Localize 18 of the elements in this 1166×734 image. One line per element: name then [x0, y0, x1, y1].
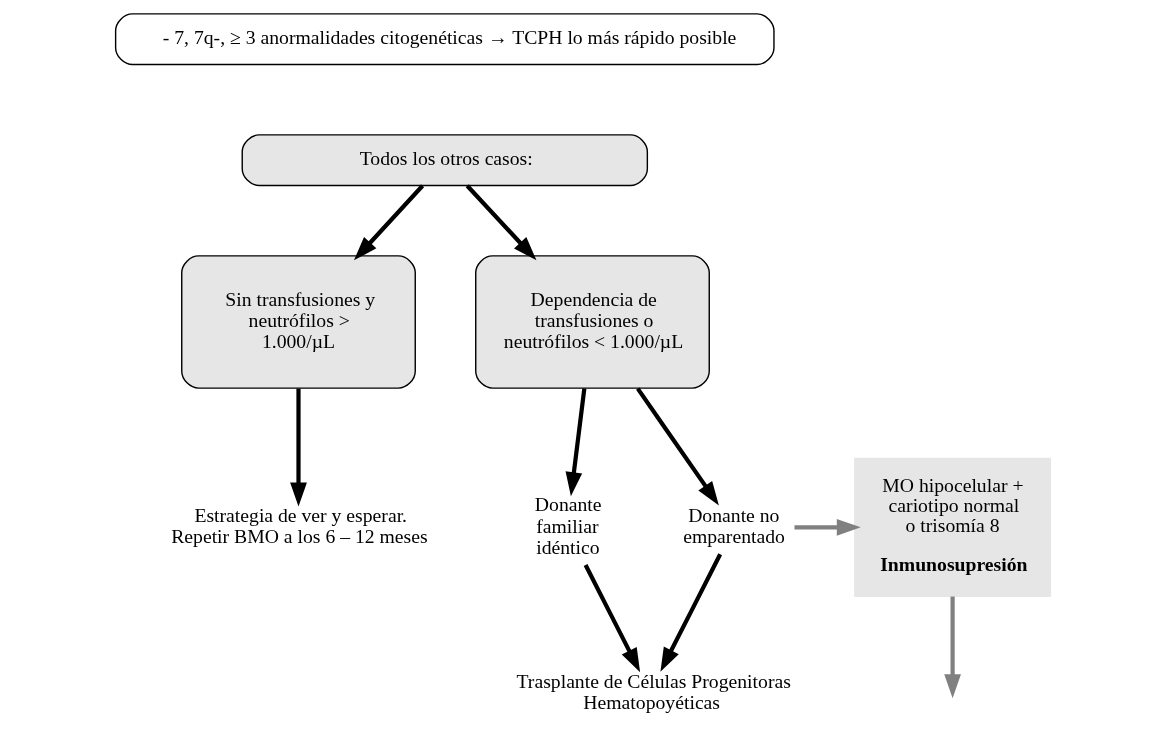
arrow — [944, 596, 961, 699]
arrow — [583, 564, 641, 673]
arrow — [636, 387, 719, 506]
node-box: - 7, 7q-, ≥ 3 anormalidades citogenéticas → TCPH lo más rápido posible — [114, 13, 775, 66]
node-box: Sin transfusiones y neutrófilos > 1.000/µL — [181, 255, 416, 389]
node-box: MO hipocelular + cariotipo normal o trisomía 8 Inmunosupresión — [854, 457, 1052, 597]
arrow — [660, 553, 723, 672]
arrow — [353, 184, 425, 261]
node-text: Estrategia de ver y esperar. Repetir BMO a los 6 – 12 meses — [171, 504, 428, 548]
node-text: Donante familiar idéntico — [534, 493, 602, 558]
node-text: Donante no emparentado — [683, 504, 785, 548]
node-box: Todos los otros casos: — [241, 134, 649, 187]
node-box: Dependencia de transfusiones o neutrófilos < 1.000/µL — [475, 255, 710, 389]
node-text: Trasplante de Células Progenitoras Hematopoyéticas — [516, 670, 791, 714]
arrow — [290, 388, 307, 507]
arrow — [794, 518, 861, 536]
arrow — [565, 388, 587, 497]
arrow — [465, 184, 537, 261]
